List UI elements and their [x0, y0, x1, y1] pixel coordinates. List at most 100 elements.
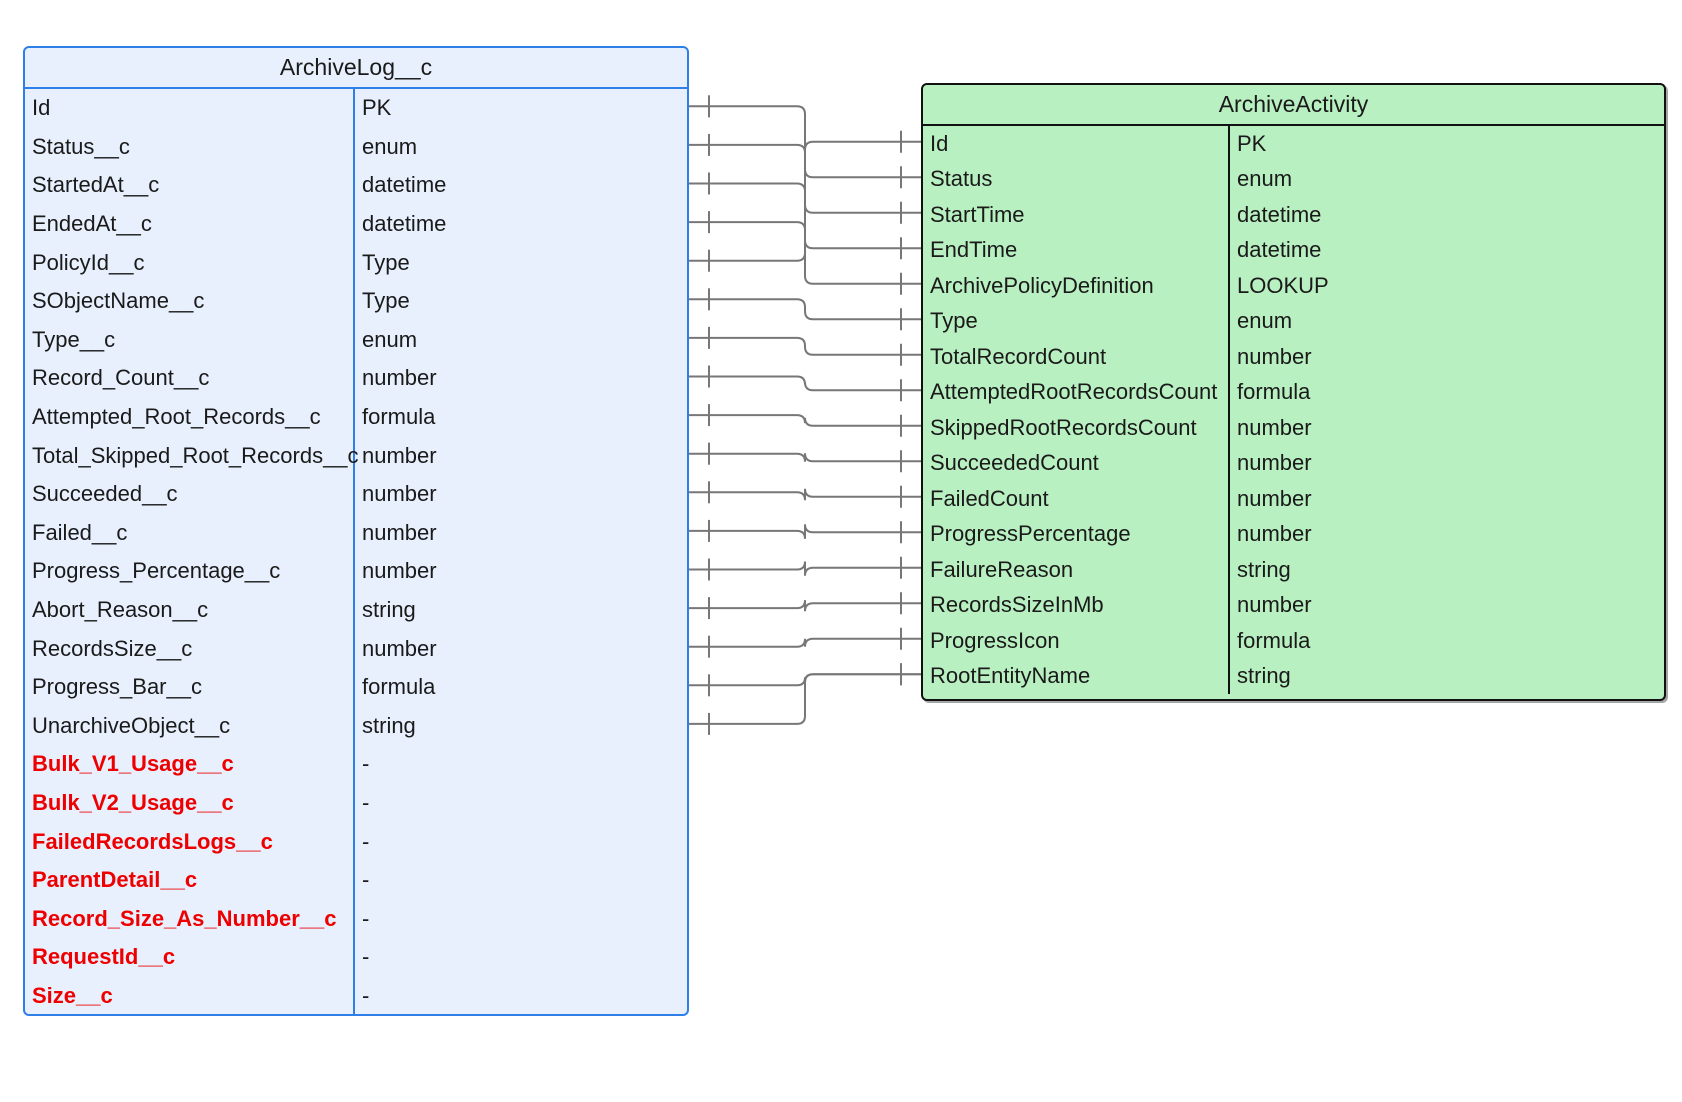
field-type: formula [1237, 627, 1311, 653]
table-row[interactable]: Bulk_V1_Usage__c- [25, 745, 687, 784]
field-type: enum [1237, 308, 1293, 334]
field-type: datetime [362, 172, 447, 198]
field-name: PolicyId__c [25, 243, 355, 282]
field-name: Bulk_V1_Usage__c [25, 745, 355, 784]
field-type: number [362, 365, 437, 391]
field-name: EndedAt__c [25, 204, 355, 244]
table-row[interactable]: Type enum [923, 303, 1664, 339]
field-type: datetime [1237, 201, 1322, 227]
table-row[interactable]: Bulk_V2_Usage__c- [25, 783, 687, 823]
field-type: string [1237, 556, 1291, 582]
field-name: Status__c [25, 127, 355, 167]
table-row[interactable]: ProgressIcon formula [923, 623, 1664, 659]
field-name: Record_Count__c [25, 359, 355, 398]
field-type: formula [362, 674, 436, 700]
relationship-line [689, 182, 921, 250]
table-row[interactable]: FailureReason string [923, 552, 1664, 588]
field-name: SkippedRootRecordsCount [923, 410, 1230, 446]
field-name: Progress_Percentage__c [25, 552, 355, 591]
field-type: string [1237, 663, 1291, 689]
field-name: Bulk_V2_Usage__c [25, 783, 355, 823]
field-type: number [1237, 485, 1312, 511]
field-name: Status [923, 161, 1230, 197]
field-type: enum [1237, 166, 1293, 192]
table-row[interactable]: EndTime datetime [923, 232, 1664, 268]
relationship-line [689, 488, 921, 501]
table-row[interactable]: Status enum [923, 161, 1664, 197]
relationship-line [689, 221, 921, 285]
field-name: ProgressPercentage [923, 516, 1230, 552]
table-row[interactable]: ParentDetail__c- [25, 860, 687, 900]
field-name: AttemptedRootRecordsCount [923, 374, 1230, 410]
table-row[interactable]: PolicyId__c Type [25, 243, 687, 282]
field-type: number [362, 442, 437, 468]
relationship-line [689, 143, 921, 214]
field-name: ProgressIcon [923, 623, 1230, 659]
field-type: Type [362, 249, 410, 275]
relationship-line [689, 105, 921, 179]
field-name: ArchivePolicyDefinition [923, 268, 1230, 304]
field-type: number [362, 558, 437, 584]
table-row[interactable]: Attempted_Root_Records__c formula [25, 397, 687, 437]
field-name: Type [923, 303, 1230, 339]
field-name: StartTime [923, 197, 1230, 233]
table-row[interactable]: AttemptedRootRecordsCount formula [923, 374, 1664, 410]
field-type: - [362, 789, 370, 815]
field-type: - [362, 751, 370, 777]
field-name: SObjectName__c [25, 281, 355, 321]
field-name: Record_Size_As_Number__c [25, 899, 355, 939]
field-type: datetime [1237, 237, 1322, 263]
field-type: enum [362, 326, 418, 352]
field-name: EndTime [923, 232, 1230, 268]
relationship-line [689, 600, 921, 612]
field-type: number [1237, 592, 1312, 618]
table-row[interactable]: RequestId__c- [25, 938, 687, 977]
relationship-line [689, 673, 921, 687]
table-row[interactable]: Progress_Percentage__c number [25, 552, 687, 591]
field-name: FailureReason [923, 552, 1230, 588]
field-type: formula [362, 404, 436, 430]
field-type: number [1237, 343, 1312, 369]
field-name: TotalRecordCount [923, 339, 1230, 375]
relationship-line [689, 336, 921, 356]
relationship-line [689, 673, 921, 725]
table-row[interactable]: Type__c enum [25, 320, 687, 360]
table-row[interactable]: Record_Size_As_Number__c- [25, 899, 687, 939]
field-name: Attempted_Root_Records__c [25, 397, 355, 437]
field-type: datetime [362, 211, 447, 237]
field-name: Type__c [25, 320, 355, 360]
field-type: formula [1237, 379, 1311, 405]
table-row[interactable]: FailedRecordsLogs__c- [25, 822, 687, 861]
table-row[interactable]: StartTime datetime [923, 197, 1664, 233]
field-type: number [362, 635, 437, 661]
field-type: number [1237, 521, 1312, 547]
field-type: - [362, 905, 370, 931]
field-name: SucceededCount [923, 445, 1230, 481]
field-type: - [362, 944, 370, 970]
table-row[interactable]: Record_Count__c number [25, 359, 687, 398]
table-row[interactable]: Size__c- [25, 976, 687, 1014]
table-row[interactable]: ProgressPercentage number [923, 516, 1664, 552]
table-row[interactable]: EndedAt__c datetime [25, 204, 687, 244]
table-row[interactable]: TotalRecordCount number [923, 339, 1664, 375]
